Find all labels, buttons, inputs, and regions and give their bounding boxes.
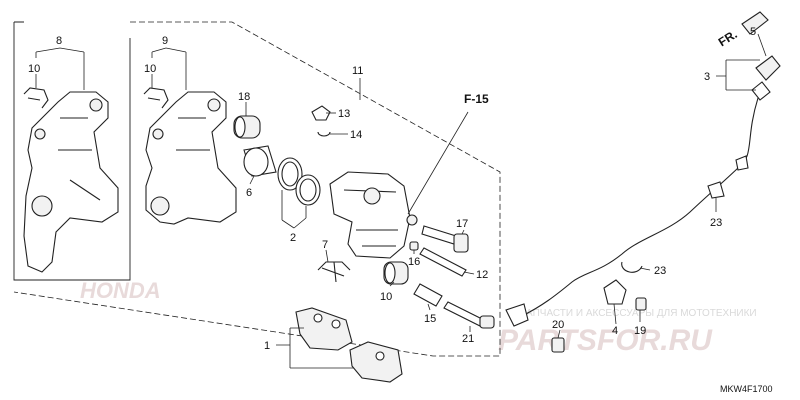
callout-9: 9 xyxy=(162,35,168,47)
callout-23-lower: 23 xyxy=(654,265,666,277)
callout-20: 19 xyxy=(634,325,646,337)
callout-19: 18 xyxy=(238,91,250,103)
pad-pin xyxy=(421,225,457,245)
piston-boot xyxy=(233,115,261,139)
wheel-speed-sensor xyxy=(521,55,781,317)
callout-16: 15 xyxy=(424,313,436,325)
caliper-bracket-right xyxy=(145,91,237,225)
pin-sleeve xyxy=(413,283,443,307)
sensor-clamp-lower xyxy=(621,261,643,273)
leader-lines xyxy=(35,33,767,369)
bracket-frame xyxy=(13,21,131,281)
direction-label: FR. xyxy=(716,27,740,49)
callout-15: 14 xyxy=(350,129,362,141)
bleeder-screw xyxy=(311,105,331,121)
callout-10-left: 10 xyxy=(28,63,40,75)
callouts: 8 10 9 10 11 18 13 14 6 2 7 17 16 12 10 … xyxy=(28,26,756,352)
callout-18: 17 xyxy=(456,218,468,230)
callout-7: 7 xyxy=(322,239,328,251)
callout-21: 20 xyxy=(552,319,564,331)
callout-22: 21 xyxy=(462,333,474,345)
mounting-bolt xyxy=(443,301,485,327)
caliper-bracket-left xyxy=(23,91,119,273)
watermark-brand: HONDA xyxy=(80,278,161,303)
callout-11: 10 xyxy=(380,291,392,303)
pad-spring xyxy=(317,261,351,283)
callout-14: 13 xyxy=(338,108,350,120)
callout-17: 16 xyxy=(408,256,420,268)
drawing-code: MKW4F1700 xyxy=(720,384,773,394)
watermark-logo: PARTSFOR.RU xyxy=(498,324,713,357)
reference-label: F-15 xyxy=(464,92,489,106)
callout-3: 3 xyxy=(704,71,710,83)
pad-clip-left xyxy=(23,87,49,109)
callout-1: 1 xyxy=(264,340,270,352)
pin-plug xyxy=(409,241,419,251)
callout-10-right: 10 xyxy=(144,63,156,75)
callout-12: 11 xyxy=(352,65,363,77)
sensor-head xyxy=(505,303,529,327)
pad-clip-right xyxy=(143,87,169,109)
callout-2: 2 xyxy=(290,232,296,244)
watermark: ЗАПЧАСТИ И АКСЕССУАРЫ ДЛЯ МОТОТЕХНИКИ PA… xyxy=(80,278,757,357)
brake-pad-set xyxy=(295,307,403,383)
callout-6: 6 xyxy=(246,187,252,199)
sensor-clamp-upper xyxy=(707,181,725,199)
callout-23-upper: 23 xyxy=(710,217,722,229)
callout-5: 5 xyxy=(750,26,756,38)
caliper-piston xyxy=(243,145,277,177)
callout-4: 4 xyxy=(612,325,618,337)
watermark-caption: ЗАПЧАСТИ И АКСЕССУАРЫ ДЛЯ МОТОТЕХНИКИ xyxy=(520,308,757,319)
callout-8: 8 xyxy=(56,35,62,47)
caliper-body xyxy=(329,171,418,259)
stay-bolt xyxy=(635,297,647,311)
pin-boot xyxy=(383,261,409,285)
bleeder-cap xyxy=(317,131,331,137)
sensor-bolt xyxy=(551,337,565,353)
callout-13: 12 xyxy=(476,269,488,281)
caliper-pin xyxy=(419,247,467,277)
front-direction-arrow-icon xyxy=(741,11,769,35)
sensor-stay xyxy=(603,279,627,305)
